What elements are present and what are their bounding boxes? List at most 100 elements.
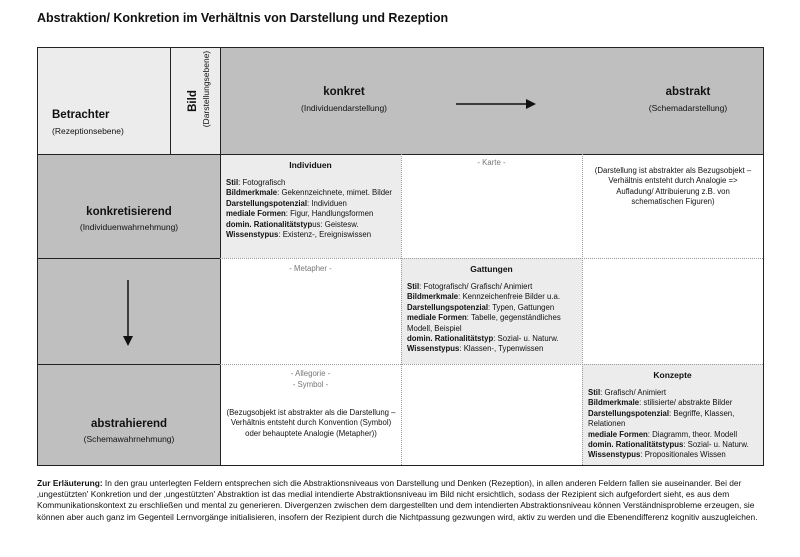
property-line: mediale Formen: Diagramm, theor. Modell	[588, 430, 757, 440]
divider	[401, 154, 402, 465]
property-line: Bildmerkmale: stilisierte/ abstrakte Bil…	[588, 398, 757, 408]
property-value: : Gekennzeichnete, mimet. Bilder	[277, 188, 392, 198]
metapher-label: - Metapher -	[289, 264, 332, 273]
property-line: Wissenstypus: Propositionales Wissen	[588, 450, 757, 460]
property-line: Wissenstypus: Klassen-, Typenwissen	[407, 344, 576, 354]
property-label: Bildmerkmale	[588, 398, 640, 408]
property-line: mediale Formen: Figur, Handlungsformen	[226, 209, 395, 219]
property-value: : Kennzeichenfreie Bilder u.a.	[458, 292, 560, 302]
betrachter-cell: Betrachter (Rezeptionsebene)	[38, 48, 170, 154]
cell-empty-right	[582, 258, 763, 364]
cell-metapher: - Metapher -	[220, 258, 401, 364]
cell-gattungen: Gattungen Stil: Fotografisch/ Grafisch/ …	[401, 258, 582, 364]
abstrahierend-sub: (Schemawahrnehmung)	[83, 434, 175, 444]
property-label: Wissenstypus	[588, 450, 641, 460]
property-label: Darstellungspotenzial	[407, 302, 489, 312]
property-value: us: Geistesw.	[312, 219, 359, 229]
header-konkret-abstrakt: konkret (Individuendarstellung) abstrakt…	[220, 48, 763, 154]
property-line: Darstellungspotenzial: Individuen	[226, 199, 395, 209]
row-konkretisierend: konkretisierend (Individuenwahrnehmung)	[38, 154, 220, 258]
konkretisierend-sub: (Individuenwahrnehmung)	[79, 222, 179, 232]
property-value: : Individuen	[307, 198, 347, 208]
divider	[38, 258, 220, 259]
page-title: Abstraktion/ Konkretion im Verhältnis vo…	[37, 11, 449, 25]
divider	[220, 364, 763, 365]
property-line: Bildmerkmale: Gekennzeichnete, mimet. Bi…	[226, 188, 395, 198]
property-line: Stil: Fotografisch	[226, 178, 395, 188]
konkret-label: konkret	[323, 86, 365, 98]
footer-explanation: Zur Erläuterung: In den grau unterlegten…	[37, 478, 767, 523]
abstrakt-label: abstrakt	[665, 86, 711, 98]
divider	[220, 48, 221, 465]
property-line: Wissenstypus: Existenz-, Ereigniswissen	[226, 230, 395, 240]
property-value: : Fotografisch	[238, 178, 286, 187]
bild-cell: Bild (Darstellungsebene)	[170, 48, 220, 154]
property-line: Darstellungspotenzial: Typen, Gattungen	[407, 303, 576, 313]
property-value: : Klassen-, Typenwissen	[459, 344, 544, 354]
divider	[582, 154, 583, 465]
property-value: : Grafisch/ Animiert	[600, 388, 666, 397]
property-value: : Existenz-, Ereigniswissen	[278, 230, 372, 240]
footer-label: Zur Erläuterung:	[37, 478, 103, 488]
property-label: Stil	[407, 282, 420, 291]
property-label: mediale Formen	[407, 313, 467, 323]
konkretisierend-label: konkretisierend	[86, 206, 172, 218]
property-line: Darstellungspotenzial: Begriffe, Klassen…	[588, 409, 757, 430]
property-label: Wissenstypus	[407, 344, 460, 354]
konkret-sub: (Individuendarstellung)	[301, 103, 387, 113]
karte-note: (Darstellung ist abstrakter als Bezugsob…	[594, 166, 752, 207]
property-value: : Tabelle, gegenständliches Modell, Beis…	[407, 313, 561, 333]
abstrakt-sub: (Schemadarstellung)	[648, 103, 728, 113]
property-label: Stil	[588, 388, 601, 397]
property-line: Bildmerkmale: Kennzeichenfreie Bilder u.…	[407, 292, 576, 302]
arrow-right-icon	[456, 99, 536, 109]
footer-text: In den grau unterlegten Feldern entsprec…	[37, 478, 758, 522]
row-middle	[38, 258, 220, 364]
divider	[38, 364, 220, 365]
allegorie-label: - Allegorie -	[290, 369, 331, 378]
property-label: Darstellungspotenzial	[226, 198, 308, 208]
property-line: mediale Formen: Tabelle, gegenständliche…	[407, 313, 576, 334]
property-label: mediale Formen	[226, 209, 286, 219]
divider	[170, 48, 171, 154]
property-value: : Sozial- u. Naturw.	[683, 440, 749, 450]
property-label: Wissenstypus	[226, 230, 279, 240]
cell-empty-mid	[401, 364, 582, 465]
property-line: Stil: Grafisch/ Animiert	[588, 388, 757, 398]
property-line: domin. Rationalitätstyp: Sozial- u. Natu…	[407, 334, 576, 344]
property-value: : Diagramm, theor. Modell	[647, 429, 738, 439]
arrow-down-icon	[123, 280, 133, 346]
divider	[220, 258, 763, 259]
divider	[38, 154, 763, 155]
property-label: Stil	[226, 178, 239, 187]
betrachter-sub: (Rezeptionsebene)	[52, 126, 124, 136]
property-label: domin. Rationalitätstyp	[226, 219, 313, 229]
property-value: : stilisierte/ abstrakte Bilder	[639, 398, 733, 408]
allegorie-note: (Bezugsobjekt ist abstrakter als die Dar…	[226, 408, 396, 438]
bild-label: Bild	[187, 90, 199, 112]
property-label: domin. Rationalitätstypus	[588, 440, 684, 450]
betrachter-label: Betrachter	[52, 109, 110, 121]
karte-label: - Karte -	[477, 158, 506, 167]
bild-sub: (Darstellungsebene)	[201, 50, 211, 128]
property-label: domin. Rationalitätstyp	[407, 334, 494, 344]
property-label: Bildmerkmale	[226, 188, 278, 198]
property-line: domin. Rationalitätstypus: Sozial- u. Na…	[588, 440, 757, 450]
row-abstrahierend: abstrahierend (Schemawahrnehmung)	[38, 364, 220, 465]
cell-karte-note: (Darstellung ist abstrakter als Bezugsob…	[582, 154, 763, 258]
property-label: Darstellungspotenzial	[588, 408, 670, 418]
property-value: : Sozial- u. Naturw.	[493, 334, 559, 344]
property-value: : Propositionales Wissen	[640, 450, 726, 460]
property-line: Stil: Fotografisch/ Grafisch/ Animiert	[407, 282, 576, 292]
property-line: domin. Rationalitätstypus: Geistesw.	[226, 220, 395, 230]
property-value: : Fotografisch/ Grafisch/ Animiert	[419, 282, 533, 291]
konzepte-title: Konzepte	[653, 370, 692, 380]
property-value: : Typen, Gattungen	[488, 302, 555, 312]
property-label: Bildmerkmale	[407, 292, 459, 302]
cell-karte: - Karte -	[401, 154, 582, 258]
abstrahierend-label: abstrahierend	[90, 418, 168, 430]
